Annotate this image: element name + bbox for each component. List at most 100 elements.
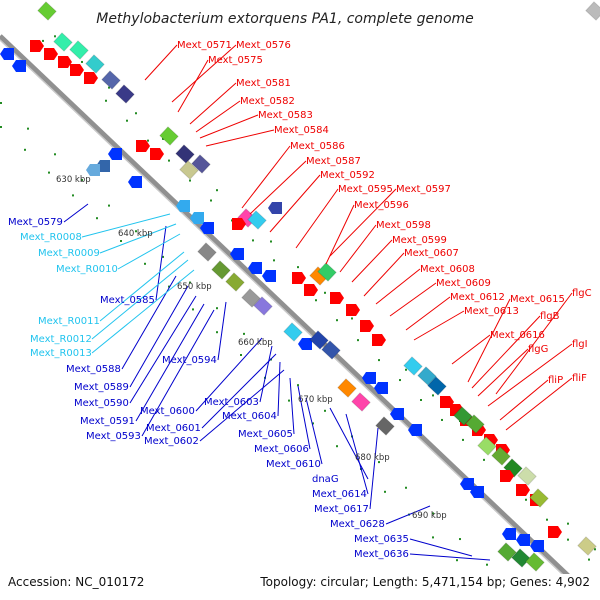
gene-label-forward: Mext_0598	[376, 220, 431, 231]
gene-label-reverse: Mext_0579	[8, 217, 63, 228]
leader-line-reverse	[217, 301, 227, 361]
gc-dot	[216, 307, 218, 310]
gene-block	[321, 340, 341, 360]
gc-dot	[42, 39, 44, 42]
gene-arrow-forward	[44, 48, 58, 60]
leader-line-rna	[99, 223, 177, 254]
scale-tick-label: 630 kbp	[56, 175, 91, 185]
gene-block	[247, 210, 267, 230]
gene-label-reverse: Mext_0588	[66, 364, 121, 375]
gene-block	[179, 160, 199, 180]
leader-line-rna	[91, 259, 189, 340]
gc-dot	[0, 126, 2, 128]
leader-line-forward	[339, 224, 377, 273]
gene-arrow-forward	[84, 72, 98, 84]
gene-block	[211, 260, 231, 280]
gene-label-reverse: Mext_0593	[86, 431, 141, 442]
gene-block	[465, 414, 485, 434]
gc-dot	[378, 461, 380, 464]
gene-arrow-reverse	[530, 540, 544, 552]
gene-label-forward: Mext_0607	[404, 248, 459, 259]
gc-dot	[432, 536, 434, 539]
gene-label-reverse: Mext_0603	[204, 397, 259, 408]
leader-line-rna	[91, 269, 195, 354]
gene-block	[577, 536, 597, 556]
gene-label-rna: Mext_R0012	[30, 334, 92, 345]
gene-block	[309, 330, 329, 350]
gene-label-reverse: Mext_0601	[146, 423, 201, 434]
gc-dot	[462, 438, 464, 441]
gene-block	[525, 552, 545, 572]
gc-dot	[441, 418, 443, 421]
leader-line-reverse	[305, 397, 323, 465]
gene-label-reverse: Mext_0635	[354, 534, 409, 545]
genome-backbone-shadow	[0, 39, 591, 600]
gc-dot	[405, 368, 407, 371]
leader-line-reverse	[289, 377, 295, 435]
gene-label-rna: Mext_R0009	[38, 248, 100, 259]
leader-line-reverse	[129, 285, 189, 388]
gene-label-forward: fliF	[572, 373, 587, 384]
gc-dot	[405, 486, 407, 489]
gene-label-forward: Mext_0612	[450, 292, 505, 303]
gene-arrow-reverse	[0, 48, 14, 60]
scale-tick-label: 650 kbp	[177, 282, 212, 292]
leader-line-forward	[451, 334, 491, 365]
gene-label-forward: flgI	[572, 339, 588, 350]
gc-dot	[399, 379, 401, 382]
gene-block	[477, 436, 497, 456]
gene-label-reverse: Mext_0594	[162, 355, 217, 366]
gene-arrow-forward	[516, 484, 530, 496]
scale-tick-label: 680 kbp	[355, 453, 390, 463]
map-title: Methylobacterium extorquens PA1, complet…	[96, 11, 474, 27]
gene-block	[511, 548, 531, 568]
gene-block	[417, 366, 437, 386]
gene-label-reverse: Mext_0606	[254, 444, 309, 455]
gene-label-rna: Mext_R0011	[38, 316, 100, 327]
gene-label-reverse: Mext_0589	[74, 382, 129, 393]
gc-dot	[288, 399, 290, 402]
gene-label-reverse: Mext_0600	[140, 406, 195, 417]
leader-line-forward	[177, 59, 209, 113]
gc-dot	[81, 178, 83, 181]
gene-block	[337, 378, 357, 398]
leader-line-forward	[389, 282, 437, 317]
scale-tick-label: 640 kbp	[118, 229, 153, 239]
gene-block	[101, 70, 121, 90]
scale-tick-label: 690 kbp	[412, 511, 447, 521]
leader-line-forward	[413, 310, 465, 341]
gene-arrow-reverse	[190, 212, 204, 224]
gene-block	[453, 406, 473, 426]
gene-block	[427, 376, 447, 396]
gc-dot	[546, 518, 548, 521]
leader-line-reverse	[135, 303, 205, 422]
gene-block	[53, 32, 73, 52]
gene-arrow-reverse	[12, 60, 26, 72]
leader-line-reverse	[129, 295, 197, 404]
leader-line-forward	[295, 188, 339, 249]
leader-line-forward	[171, 44, 237, 103]
gene-arrow-reverse	[362, 372, 376, 384]
leader-line-forward	[144, 44, 178, 81]
gene-arrow-forward	[292, 272, 306, 284]
gene-label-forward: flgG	[528, 344, 548, 355]
gene-label-forward: Mext_0581	[236, 78, 291, 89]
leader-line-reverse	[277, 361, 281, 417]
leader-line-forward	[505, 377, 573, 431]
gc-dot	[147, 139, 149, 142]
gc-dot	[567, 522, 569, 525]
gene-label-forward: Mext_0597	[396, 184, 451, 195]
gc-dot	[72, 194, 74, 197]
gene-block	[85, 54, 105, 74]
gene-arrow-reverse	[248, 262, 262, 274]
gene-block	[529, 488, 549, 508]
gc-dot	[351, 317, 353, 320]
gene-label-forward: flgC	[572, 288, 592, 299]
gc-dot	[252, 239, 254, 242]
gene-block	[159, 126, 179, 146]
gene-label-reverse: Mext_0610	[266, 459, 321, 470]
gene-arrow-forward	[30, 40, 44, 52]
leader-line-forward	[241, 145, 291, 209]
gc-dot	[273, 259, 275, 262]
